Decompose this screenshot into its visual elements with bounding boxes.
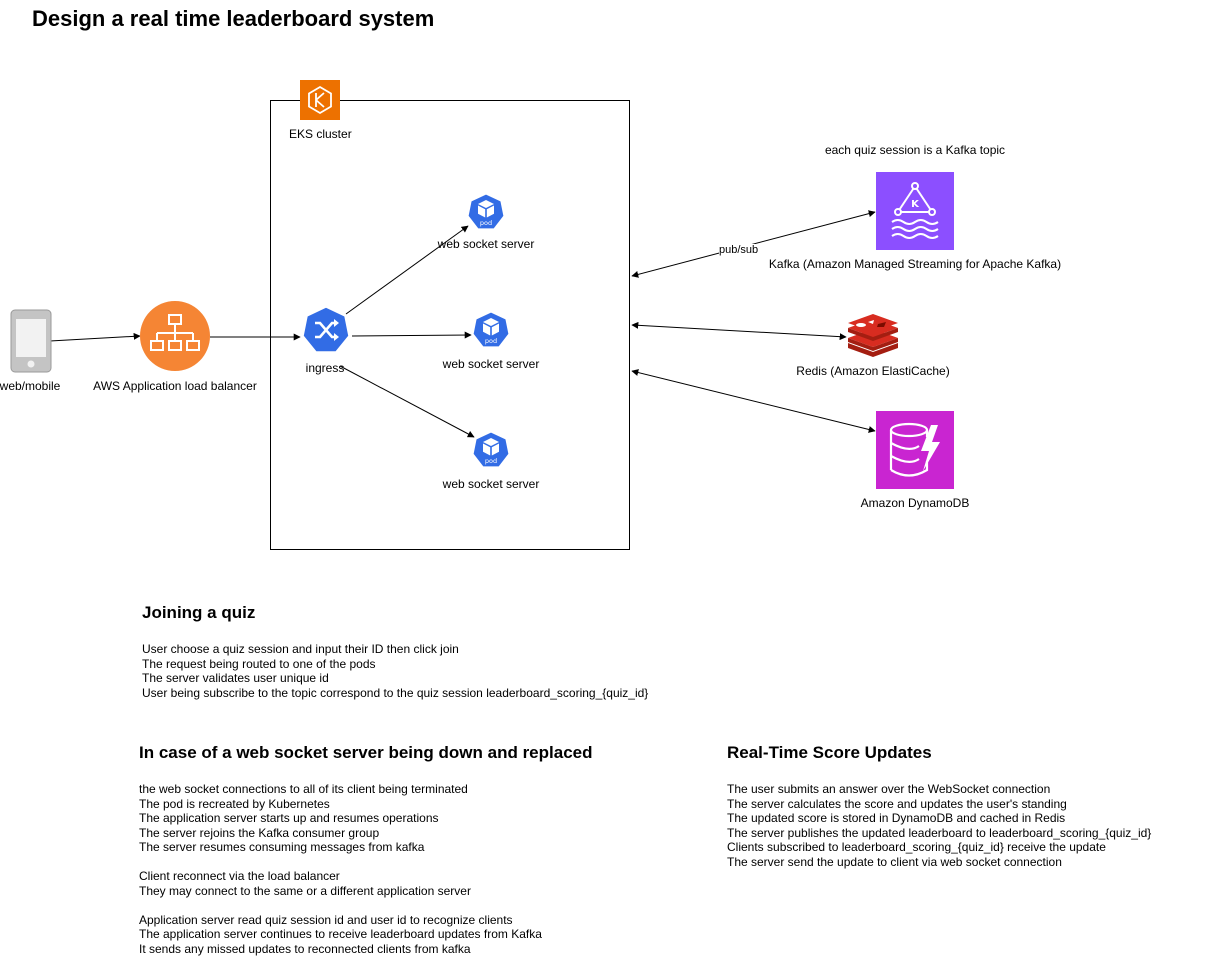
pod-badge-text: pod (485, 457, 497, 465)
edge-eks-dynamodb (631, 369, 876, 433)
dynamodb-icon (876, 411, 954, 489)
edge-client-alb (49, 332, 141, 342)
realtime-step: The updated score is stored in DynamoDB … (727, 811, 1066, 825)
failover-step: Application server read quiz session id … (139, 912, 513, 927)
kafka-icon: K (876, 172, 954, 250)
ws-server-2-label: web socket server (442, 357, 540, 371)
edge-eks-redis (631, 321, 847, 341)
pubsub-edge-label: pub/sub (719, 244, 759, 256)
realtime-step: Clients subscribed to leaderboard_scorin… (727, 840, 1106, 854)
edge-ingress-ws2 (351, 331, 472, 339)
kafka-topic-note: each quiz session is a Kafka topic (824, 143, 1006, 157)
joining-step: The request being routed to one of the p… (142, 656, 376, 671)
failover-heading: In case of a web socket server being dow… (139, 743, 593, 762)
realtime-steps: The user submits an answer over the WebS… (727, 782, 1151, 869)
kafka-label: Kafka (Amazon Managed Streaming for Apac… (768, 257, 1062, 271)
failover-step: The server resumes consuming messages fr… (139, 840, 425, 854)
failover-step: They may connect to the same or a differ… (139, 883, 471, 898)
client-label: web/mobile (0, 379, 61, 393)
joining-steps: User choose a quiz session and input the… (142, 642, 648, 700)
diagram-title: Design a real time leaderboard system (32, 6, 435, 31)
failover-step: The server rejoins the Kafka consumer gr… (139, 825, 380, 840)
failover-step: The application server continues to rece… (139, 927, 542, 941)
realtime-step: The server calculates the score and upda… (727, 796, 1067, 811)
redis-icon (846, 314, 900, 358)
realtime-step: The server publishes the updated leaderb… (727, 825, 1152, 840)
pod-icon: pod (472, 431, 510, 469)
joining-step: The server validates user unique id (142, 671, 329, 685)
ingress-icon (302, 306, 350, 354)
realtime-step: The server send the update to client via… (727, 854, 1062, 869)
dynamodb-label: Amazon DynamoDB (860, 496, 970, 510)
pod-badge-text: pod (485, 337, 497, 345)
failover-step: The application server starts up and res… (139, 811, 439, 825)
redis-label: Redis (Amazon ElastiCache) (796, 364, 950, 378)
pod-icon: pod (467, 193, 505, 231)
failover-step (139, 855, 542, 870)
pod-icon: pod (472, 311, 510, 349)
joining-step: User being subscribe to the topic corres… (142, 685, 649, 700)
ws-server-3-label: web socket server (442, 477, 540, 491)
eks-cluster-boundary (270, 100, 630, 550)
edge-ingress-ws3 (339, 365, 475, 438)
load-balancer-label: AWS Application load balancer (93, 379, 257, 393)
svg-text:K: K (911, 199, 920, 210)
pod-badge-text: pod (480, 219, 492, 227)
ws-server-1-label: web socket server (437, 237, 535, 251)
joining-step: User choose a quiz session and input the… (142, 642, 459, 656)
failover-step: Client reconnect via the load balancer (139, 869, 340, 883)
failover-step: the web socket connections to all of its… (139, 782, 468, 796)
failover-step (139, 898, 542, 913)
joining-heading: Joining a quiz (142, 603, 256, 622)
eks-cluster-label: EKS cluster (289, 127, 352, 141)
ingress-label: ingress (305, 361, 345, 375)
load-balancer-icon (140, 301, 210, 371)
failover-step: It sends any missed updates to reconnect… (139, 941, 471, 956)
edge-ingress-ws1 (345, 225, 469, 315)
mobile-phone-icon (10, 309, 52, 373)
realtime-step: The user submits an answer over the WebS… (727, 782, 1051, 796)
realtime-heading: Real-Time Score Updates (727, 743, 932, 762)
failover-steps: the web socket connections to all of its… (139, 782, 542, 956)
failover-step: The pod is recreated by Kubernetes (139, 796, 330, 811)
eks-icon (300, 80, 340, 120)
